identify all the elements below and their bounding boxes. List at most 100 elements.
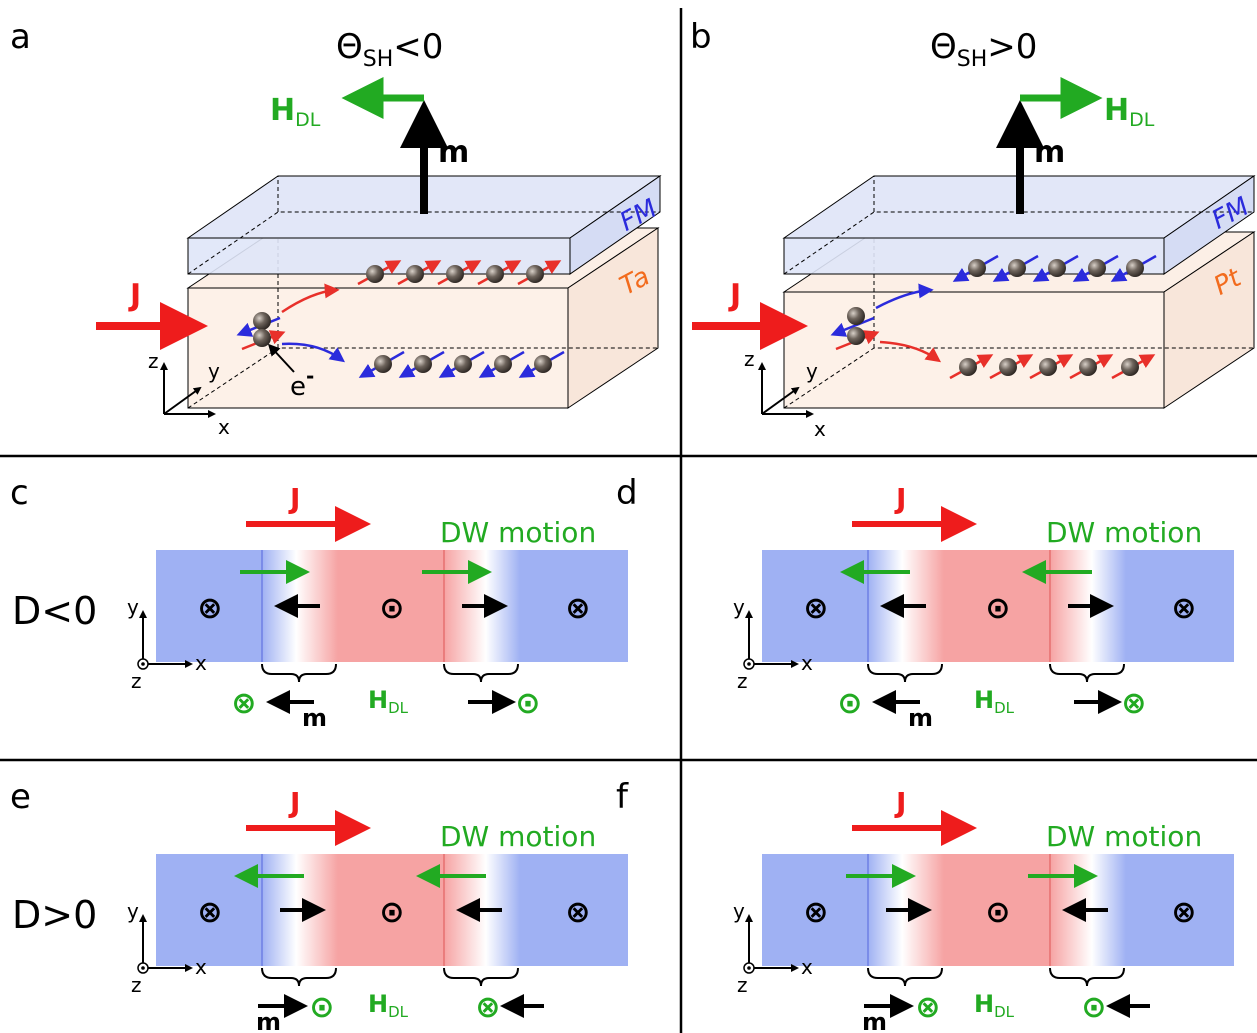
wall-brace xyxy=(867,967,943,987)
z-axis-dot xyxy=(747,966,751,970)
hdl-into-page: ⊗ xyxy=(915,990,940,1025)
into-page-symbol: ⊗ xyxy=(197,895,222,930)
panel-letter: f xyxy=(616,777,629,817)
domain-right xyxy=(1126,854,1234,966)
electron-pointer xyxy=(267,343,295,373)
panel-letter: c xyxy=(10,473,29,513)
down-spin-deflection xyxy=(281,342,346,363)
hdl-out-of-page: ⊙ xyxy=(837,686,862,721)
into-page-symbol: ⊗ xyxy=(565,591,590,626)
svg-text:x: x xyxy=(814,417,826,441)
down-spin-deflection xyxy=(875,283,934,310)
fm-hidden-edges xyxy=(783,211,1254,275)
dw-motion-label: DW motion xyxy=(1046,820,1202,853)
wall-brace xyxy=(1049,967,1125,987)
field-label: HDL xyxy=(270,93,321,131)
wall-brace xyxy=(867,663,943,683)
domain-center xyxy=(338,550,444,662)
moment-label: m xyxy=(302,704,327,732)
axis-x-label: x xyxy=(801,955,813,979)
domain-left xyxy=(156,550,262,662)
moment-label: m xyxy=(862,1008,887,1033)
spin-row-bottom xyxy=(358,350,565,378)
panel-letter: a xyxy=(10,17,31,57)
axis-x-label: x xyxy=(195,651,207,675)
into-page-symbol: ⊗ xyxy=(565,895,590,930)
svg-text:y: y xyxy=(208,359,220,383)
hdl-into-page: ⊗ xyxy=(475,990,500,1025)
out-of-page-symbol: ⊙ xyxy=(379,895,404,930)
out-of-page-symbol: ⊙ xyxy=(985,591,1010,626)
current-label: J xyxy=(288,786,300,819)
axis-y-label: y xyxy=(127,899,139,923)
hdl-into-page: ⊗ xyxy=(231,686,256,721)
nm-layer-front xyxy=(783,291,1165,409)
domain-left xyxy=(762,854,868,966)
wall-brace xyxy=(261,663,337,683)
axis-y-label: y xyxy=(733,899,745,923)
up-spin-deflection xyxy=(281,283,340,314)
into-page-symbol: ⊗ xyxy=(1171,895,1196,930)
wall-brace xyxy=(443,967,519,987)
hdl-out-of-page: ⊙ xyxy=(309,990,334,1025)
current-label: J xyxy=(894,786,906,819)
z-axis-dot xyxy=(141,966,145,970)
field-label: HDL xyxy=(368,990,409,1021)
into-page-symbol: ⊗ xyxy=(1171,591,1196,626)
spin-row-top xyxy=(952,254,1157,282)
current-label: J xyxy=(128,278,141,313)
dw-motion-label: DW motion xyxy=(440,820,596,853)
domain-right xyxy=(520,854,628,966)
axis-x-label: x xyxy=(195,955,207,979)
field-label: HDL xyxy=(368,686,409,717)
svg-text:z: z xyxy=(744,347,755,371)
field-label: HDL xyxy=(974,686,1015,717)
axis-z-label: z xyxy=(131,669,142,693)
spin-row-bottom xyxy=(949,354,1156,380)
panel-title: ΘSH<0 xyxy=(336,27,443,72)
dw-motion-label: DW motion xyxy=(1046,516,1202,549)
svg-text:y: y xyxy=(806,359,818,383)
magnetization-label: m xyxy=(438,135,469,170)
fm-hidden-edges xyxy=(187,211,660,275)
panel-b: b ΘSH>0 FM Pt m HDL J xyxy=(690,17,1256,441)
into-page-symbol: ⊗ xyxy=(197,591,222,626)
field-label: HDL xyxy=(974,990,1015,1021)
wall-brace xyxy=(443,663,519,683)
dw-motion-label: DW motion xyxy=(440,516,596,549)
axis-z-label: z xyxy=(737,973,748,997)
wall-brace xyxy=(261,967,337,987)
current-label: J xyxy=(894,482,906,515)
axis-y-label: y xyxy=(127,595,139,619)
electron-pair xyxy=(830,307,880,351)
hdl-into-page: ⊗ xyxy=(1121,686,1146,721)
current-label: J xyxy=(728,278,741,313)
domain-right xyxy=(520,550,628,662)
magnetization-label: m xyxy=(1034,135,1065,170)
into-page-symbol: ⊗ xyxy=(803,895,828,930)
axis-y-label: y xyxy=(733,595,745,619)
moment-label: m xyxy=(256,1008,281,1033)
row-label: D>0 xyxy=(12,893,97,937)
hdl-out-of-page: ⊙ xyxy=(1081,990,1106,1025)
up-spin-deflection xyxy=(879,340,942,363)
current-label: J xyxy=(288,482,300,515)
row-label: D<0 xyxy=(12,589,97,633)
z-axis-dot xyxy=(747,662,751,666)
wall-brace xyxy=(1049,663,1125,683)
spin-row-top xyxy=(357,260,562,286)
panel-letter: b xyxy=(690,17,712,57)
electron-pair xyxy=(236,312,286,351)
nm-layer-front xyxy=(187,287,569,409)
axis-x-label: x xyxy=(801,651,813,675)
into-page-symbol: ⊗ xyxy=(803,591,828,626)
svg-text:z: z xyxy=(148,349,159,373)
coordinate-axes: z y x xyxy=(744,347,826,441)
panel-title: ΘSH>0 xyxy=(930,27,1037,72)
domain-center xyxy=(944,854,1050,966)
